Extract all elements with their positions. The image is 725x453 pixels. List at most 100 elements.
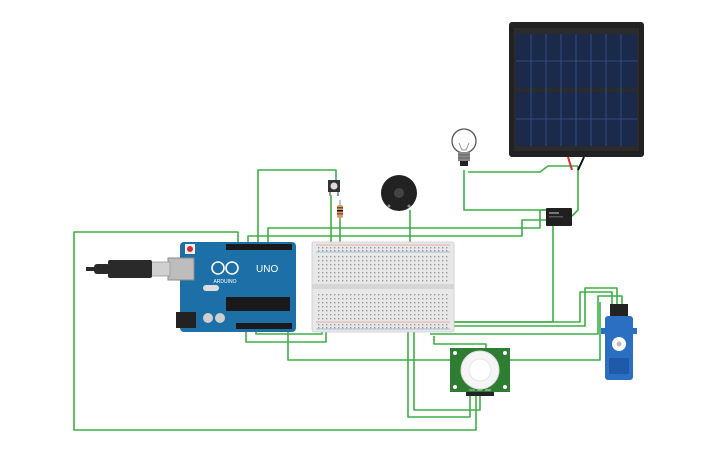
wire-servo-2[interactable] bbox=[442, 287, 618, 327]
breadboard-hole bbox=[326, 256, 328, 258]
breadboard-hole bbox=[350, 272, 352, 274]
breadboard-hole bbox=[358, 314, 360, 316]
wire-servo-1[interactable] bbox=[438, 291, 613, 323]
breadboard-hole bbox=[326, 318, 328, 320]
breadboard-hole bbox=[438, 314, 440, 316]
arduino-uno-board[interactable]: ARDUINO UNO bbox=[167, 242, 296, 332]
breadboard-hole bbox=[386, 272, 388, 274]
breadboard-hole bbox=[366, 302, 368, 304]
breadboard-hole bbox=[330, 247, 332, 249]
breadboard-hole bbox=[338, 250, 340, 252]
usb-cable-icon[interactable] bbox=[86, 260, 171, 278]
breadboard-hole bbox=[414, 302, 416, 304]
breadboard-hole bbox=[346, 268, 348, 270]
breadboard-hole bbox=[350, 306, 352, 308]
breadboard-hole bbox=[382, 250, 384, 252]
breadboard-hole bbox=[358, 264, 360, 266]
breadboard-hole bbox=[346, 250, 348, 252]
wire-servo-3[interactable] bbox=[430, 295, 623, 335]
breadboard-hole bbox=[406, 256, 408, 258]
breadboard-hole bbox=[342, 302, 344, 304]
breadboard-hole bbox=[334, 294, 336, 296]
breadboard-hole bbox=[342, 314, 344, 316]
breadboard-hole bbox=[338, 294, 340, 296]
wire-bulb-relay[interactable] bbox=[463, 170, 548, 211]
breadboard-hole bbox=[366, 264, 368, 266]
breadboard-hole bbox=[374, 310, 376, 312]
breadboard-hole bbox=[378, 264, 380, 266]
breadboard-hole bbox=[362, 298, 364, 300]
breadboard-hole bbox=[394, 310, 396, 312]
light-bulb-icon[interactable] bbox=[451, 128, 477, 166]
breadboard-hole bbox=[326, 264, 328, 266]
breadboard-hole bbox=[386, 260, 388, 262]
pir-pin-label: GND bbox=[485, 388, 491, 392]
breadboard-hole bbox=[426, 268, 428, 270]
breadboard-hole bbox=[350, 264, 352, 266]
breadboard-hole bbox=[334, 272, 336, 274]
wire-arduino-relay[interactable] bbox=[247, 219, 548, 243]
breadboard-hole bbox=[446, 294, 448, 296]
breadboard-hole bbox=[370, 276, 372, 278]
breadboard-hole bbox=[414, 314, 416, 316]
breadboard-hole bbox=[438, 318, 440, 320]
breadboard-hole bbox=[434, 250, 436, 252]
resistor-icon[interactable] bbox=[337, 200, 343, 222]
breadboard-hole bbox=[330, 314, 332, 316]
breadboard-hole bbox=[374, 268, 376, 270]
breadboard-hole bbox=[426, 324, 428, 326]
breadboard-hole bbox=[374, 264, 376, 266]
breadboard-hole bbox=[442, 256, 444, 258]
breadboard-hole bbox=[362, 280, 364, 282]
breadboard-hole bbox=[366, 276, 368, 278]
breadboard-hole bbox=[446, 268, 448, 270]
breadboard-hole bbox=[358, 260, 360, 262]
wire-solar-relay[interactable] bbox=[571, 166, 579, 217]
breadboard-hole bbox=[386, 294, 388, 296]
breadboard-hole bbox=[438, 306, 440, 308]
wire-relay-breadboard[interactable] bbox=[450, 225, 554, 323]
wire-pir-2[interactable] bbox=[413, 330, 481, 411]
breadboard-hole bbox=[338, 260, 340, 262]
breadboard-hole bbox=[338, 324, 340, 326]
wire-pir-vcc[interactable] bbox=[287, 302, 601, 361]
breadboard-hole bbox=[446, 247, 448, 249]
breadboard-hole bbox=[346, 272, 348, 274]
wire-pir-1[interactable] bbox=[407, 330, 471, 418]
breadboard-hole bbox=[402, 256, 404, 258]
breadboard[interactable] bbox=[311, 241, 455, 333]
breadboard-hole bbox=[426, 298, 428, 300]
breadboard-hole bbox=[382, 272, 384, 274]
breadboard-hole bbox=[382, 310, 384, 312]
wire-button-top[interactable] bbox=[257, 169, 337, 243]
breadboard-hole bbox=[402, 327, 404, 329]
pushbutton-icon[interactable] bbox=[328, 180, 340, 196]
breadboard-hole bbox=[414, 268, 416, 270]
solar-panel-icon[interactable] bbox=[509, 22, 644, 171]
breadboard-hole bbox=[362, 324, 364, 326]
breadboard-hole bbox=[350, 327, 352, 329]
breadboard-hole bbox=[366, 268, 368, 270]
buzzer-icon[interactable] bbox=[381, 175, 417, 211]
pir-sensor-icon[interactable]: VCC OUT GND bbox=[450, 348, 510, 396]
breadboard-hole bbox=[430, 298, 432, 300]
wire-usb-loop[interactable] bbox=[73, 231, 477, 431]
wire-arduino-relay-2[interactable] bbox=[267, 209, 548, 243]
breadboard-hole bbox=[442, 276, 444, 278]
breadboard-hole bbox=[390, 268, 392, 270]
breadboard-hole bbox=[326, 268, 328, 270]
breadboard-hole bbox=[446, 250, 448, 252]
breadboard-hole bbox=[398, 310, 400, 312]
servo-icon[interactable] bbox=[601, 304, 637, 380]
breadboard-hole bbox=[398, 302, 400, 304]
wire-bulb-solar[interactable] bbox=[468, 165, 578, 173]
breadboard-hole bbox=[414, 276, 416, 278]
breadboard-hole bbox=[370, 280, 372, 282]
breadboard-hole bbox=[342, 268, 344, 270]
breadboard-hole bbox=[358, 250, 360, 252]
breadboard-hole bbox=[446, 318, 448, 320]
relay-icon[interactable] bbox=[546, 208, 572, 226]
breadboard-hole bbox=[318, 276, 320, 278]
breadboard-hole bbox=[418, 324, 420, 326]
